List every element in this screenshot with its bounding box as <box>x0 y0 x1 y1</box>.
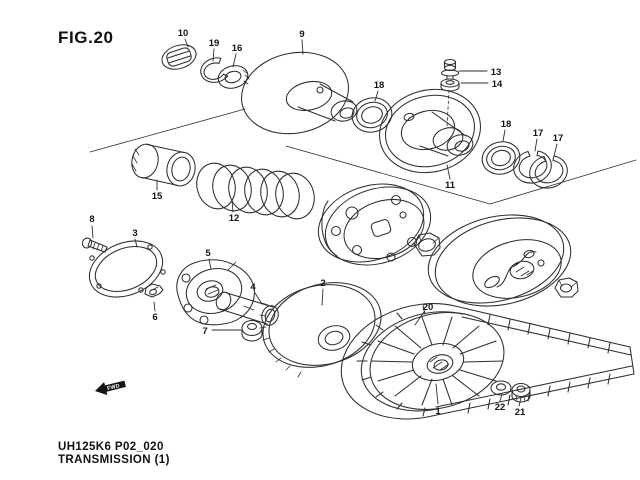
leader-line <box>232 53 237 68</box>
part-7-washer <box>241 319 263 342</box>
part-label: 12 <box>229 213 240 224</box>
footer-model-code: UH125K6 P02_020 <box>58 441 164 453</box>
leader-line <box>446 164 451 180</box>
part-17-ring-a <box>513 150 552 184</box>
part-label: 2 <box>320 278 325 289</box>
part-21-nut <box>511 382 531 403</box>
part-11-driven-face <box>379 88 481 174</box>
leader-line <box>301 39 304 55</box>
part-label: 17 <box>533 128 544 139</box>
clutch-shoe-assembly <box>317 183 432 266</box>
part-18-bearing-right <box>481 141 521 175</box>
part-label: 1 <box>435 406 441 417</box>
part-5-face-assembly <box>176 259 255 326</box>
part-1-fan-face <box>369 311 505 411</box>
leader-line <box>518 397 522 407</box>
part-label: 6 <box>152 312 157 323</box>
part-label: 19 <box>209 38 220 49</box>
part-10-cap <box>161 44 197 70</box>
part-label: 9 <box>299 29 304 40</box>
part-6-slider <box>144 283 164 298</box>
leader-line <box>435 383 439 405</box>
leader-line <box>414 311 425 326</box>
leader-line <box>212 48 215 62</box>
leader-line <box>502 129 506 142</box>
part-label: 10 <box>178 28 189 39</box>
leader-line <box>231 199 234 213</box>
part-label: 15 <box>152 191 163 202</box>
leader-line <box>374 90 379 102</box>
part-12-spring <box>196 162 315 220</box>
part-label: 21 <box>515 407 526 418</box>
bolt-centerline <box>446 89 450 128</box>
part-label: 14 <box>492 79 503 90</box>
group-box-lines <box>89 108 637 205</box>
part-label: 20 <box>423 302 434 313</box>
leader-line <box>499 393 503 402</box>
part-label: 5 <box>205 248 211 259</box>
leader-line <box>184 38 189 48</box>
figure-title: FIG.20 <box>58 28 114 47</box>
part-label: 18 <box>501 119 512 130</box>
part-17-ring-b <box>529 155 568 189</box>
leader-line <box>553 143 558 157</box>
part-label: 18 <box>374 80 385 91</box>
part-label: 11 <box>445 180 456 191</box>
footer-section-name: TRANSMISSION (1) <box>58 454 170 466</box>
part-3-plate <box>88 240 166 298</box>
housing-nut <box>554 277 579 298</box>
part-8-bolt <box>81 237 108 253</box>
part-19-snap-ring <box>200 57 229 83</box>
part-18-bearing-left <box>351 97 393 133</box>
part-22-washer <box>490 380 512 396</box>
part-9-drive-face <box>241 51 358 135</box>
part-label: 4 <box>250 282 256 293</box>
leader-line <box>321 288 324 306</box>
part-label: 22 <box>495 402 506 413</box>
fwd-arrow: FWD <box>95 380 126 396</box>
part-4-spacer <box>215 291 279 326</box>
part-label: 13 <box>491 67 502 78</box>
part-2-driven-face <box>259 282 382 378</box>
part-label: 17 <box>553 133 564 144</box>
leader-line <box>208 258 212 270</box>
part-13-bolt <box>440 58 460 80</box>
fwd-arrow-label: FWD <box>107 383 121 392</box>
leader-line <box>134 238 138 248</box>
part-16-ring <box>217 65 250 89</box>
leader-line <box>254 292 263 305</box>
leader-line <box>91 225 94 239</box>
leader-line <box>153 301 156 312</box>
part-label: 7 <box>202 326 207 337</box>
clutch-housing <box>427 214 572 307</box>
part-label: 16 <box>232 43 243 54</box>
part-label: 8 <box>89 214 94 225</box>
part-15-spacer <box>131 143 196 187</box>
leader-line <box>534 138 538 152</box>
clutch-nut <box>413 232 441 257</box>
part-14-washer <box>440 78 460 92</box>
part-label: 3 <box>132 228 137 239</box>
part-20-belt <box>340 303 635 420</box>
